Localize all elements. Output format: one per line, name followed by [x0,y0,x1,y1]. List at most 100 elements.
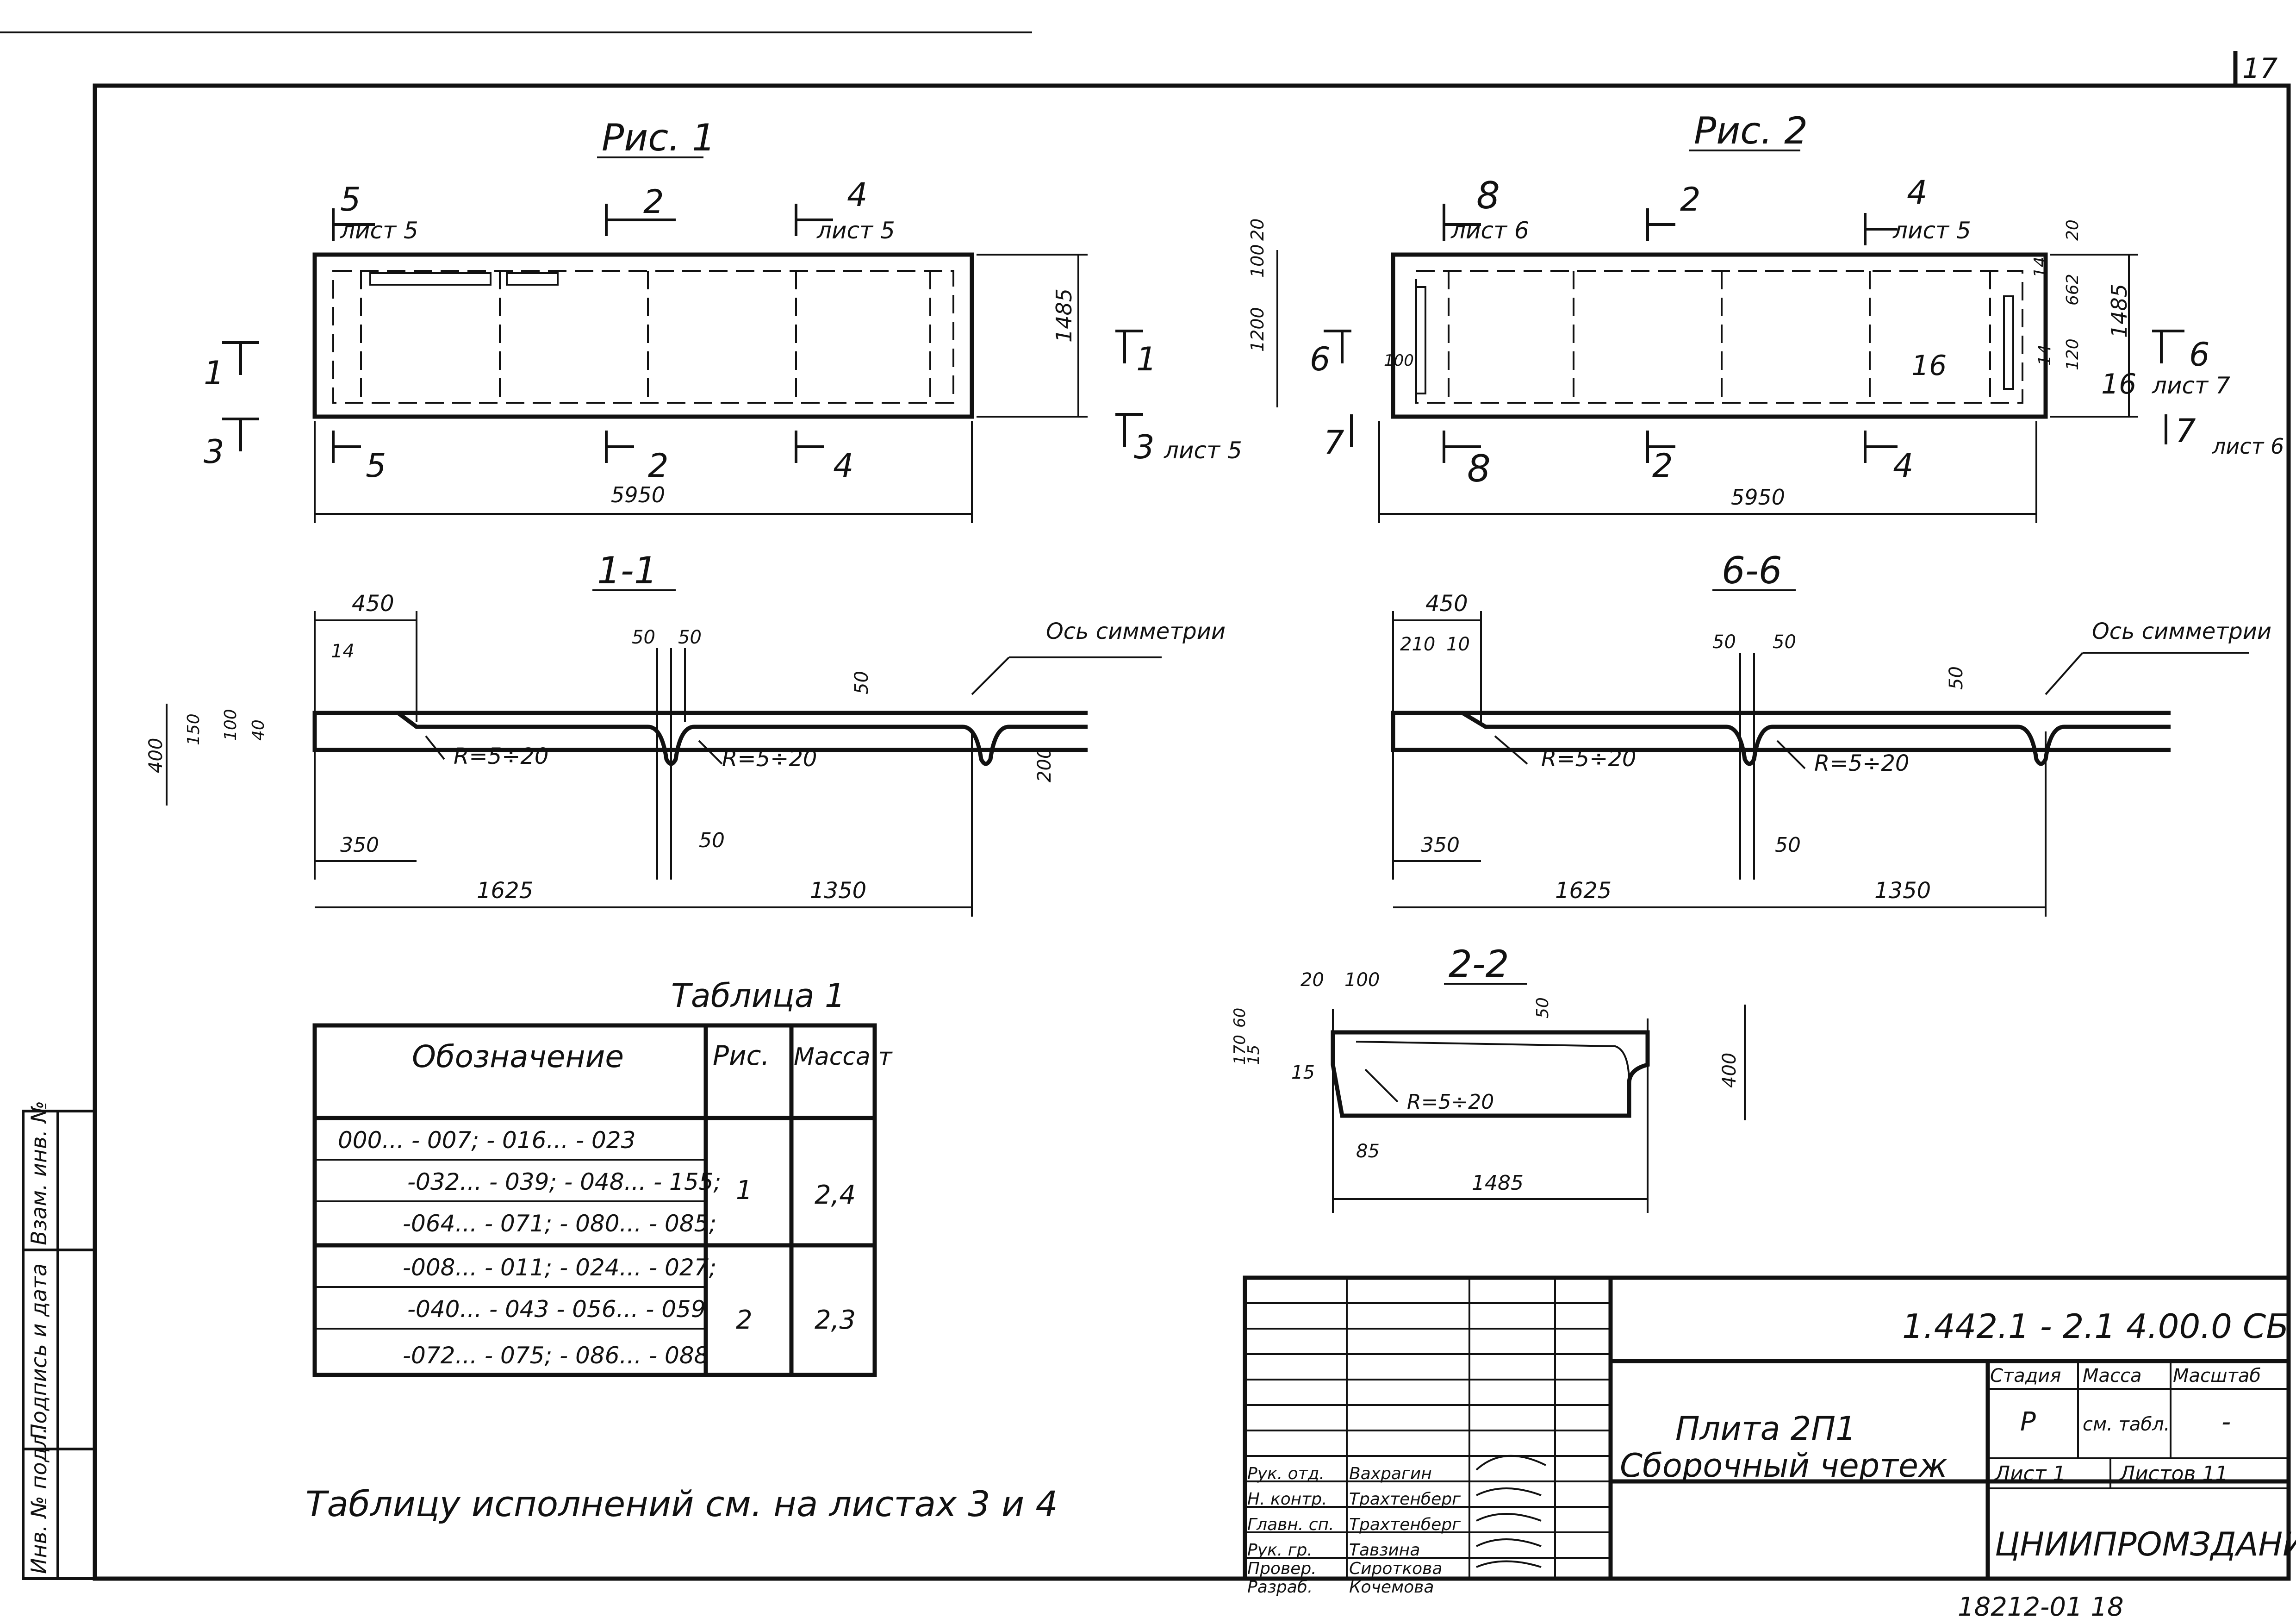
table-1: Таблица 1 Обозначение Рис. Масса т 000..… [312,977,893,1377]
title-block-person: Трахтенберг [1349,1515,1461,1534]
table1-cell: -072... - 075; - 086... - 088 [403,1342,709,1369]
section66-profile [1391,711,2171,766]
title-block-stage-header: Масштаб [2173,1365,2261,1387]
fig1-cut-label: 4 [833,447,854,485]
fig2-cut-label: 4 [1907,174,1928,212]
section22-title: 2-2 [1449,943,1509,986]
section11-dim: 50 [851,671,872,694]
fig1-side-mark: 1 [204,354,224,392]
section11-dim: 1625 [477,878,533,904]
table1-header: Обозначение [412,1039,624,1074]
title-block: 1.442.1 - 2.1 4.00.0 СБ Плита 2П1 Сбороч… [1243,1275,2296,1597]
section11-profile [312,711,1088,766]
figure-2: Рис. 2 8 лист 6 2 4 лист 5 8 2 4 6 7 16 … [1247,109,2284,523]
title-block-role: Рук. отд. [1247,1464,1325,1483]
section11-dim: 50 [678,627,702,648]
table1-mass: 2,3 [815,1305,856,1335]
fig2-side-mark: 16 [2101,368,2136,400]
fig2-side-mark: 6 [2189,336,2210,374]
fig2-cut-label: 2 [1652,447,1673,485]
fig2-side-mark: 6 [1310,340,1331,378]
section11-dim: 50 [699,829,725,852]
section66-dim: 450 [1425,591,1468,617]
section-1-1: 1-1 450 14 400 150 100 40 50 50 50 200 3… [145,549,1226,917]
fig2-dim: 20 [1247,219,1268,241]
title-block-organization: ЦНИИПРОМЗДАНИЙ [1995,1525,2296,1563]
title-block-name-1: Плита 2П1 [1675,1410,1856,1448]
fig2-sheet-ref: лист 6 [2212,434,2284,459]
section11-dim: 100 [221,709,240,741]
fig2-dim: 120 [2063,338,2082,370]
title-block-sheet: Лист 1 [1994,1462,2066,1486]
title-block-person: Сироткова [1349,1559,1442,1578]
section22-dim: 400 [1719,1053,1740,1088]
section22-dim: 85 [1356,1141,1380,1162]
fig1-side-mark: 1 [1136,340,1157,378]
section11-title: 1-1 [597,549,658,592]
strip-label-replace: Взам. инв. № [26,1101,51,1245]
fig2-dim: 1200 [1247,307,1268,352]
signature-mark [1475,1455,1546,1471]
title-block-sheets: Листов 11 [2119,1462,2228,1486]
fig2-sheet-ref: лист 7 [2152,372,2230,399]
left-strip: Взам. инв. № Подпись и дата Инв. № подл. [22,1101,96,1580]
section66-dim: 50 [1946,666,1967,690]
section11-dim: 50 [632,627,655,648]
title-block-code: 1.442.1 - 2.1 4.00.0 СБ [1902,1307,2289,1346]
fig2-dim: 100 [1384,351,1414,370]
section66-dim: 1350 [1874,878,1931,904]
table1-title: Таблица 1 [671,977,845,1015]
fig1-title: Рис. 1 [602,116,716,159]
signature-mark [1476,1487,1542,1496]
section66-dim: 50 [1773,631,1796,653]
section66-dim: 1625 [1555,878,1612,904]
title-block-stage-value: см. табл. [2083,1414,2170,1435]
title-block-role: Рук. гр. [1247,1541,1313,1560]
fig1-slab-plan [312,252,974,419]
fig2-side-mark: 16 [1911,350,1947,382]
fig2-sheet-ref: лист 6 [1450,217,1529,244]
fig2-dim: 100 [1247,244,1268,278]
table1-cell: -064... - 071; - 080... - 085; [403,1210,716,1237]
fig2-dim: 20 [2063,219,2082,241]
fig2-side-mark: 7 [2175,412,2196,450]
section11-radius: R=5÷20 [722,746,817,772]
sheet-frame [93,83,2291,1581]
title-block-stage-value: - [2221,1407,2231,1437]
figure-1: Рис. 1 5 лист 5 2 4 лист 5 5 2 4 1 3 1 [204,116,1242,523]
fig2-cut-label: 8 [1476,174,1500,217]
section11-radius: R=5÷20 [454,743,548,769]
title-block-role: Н. контр. [1247,1490,1327,1509]
fig1-side-mark: 3 [1134,428,1155,466]
section22-dim: 170 [1231,1035,1249,1065]
section11-dim: 14 [331,641,355,662]
title-block-person: Кочемова [1349,1578,1434,1597]
section11-dim: 450 [352,591,394,617]
table1-mass: 2,4 [815,1180,856,1210]
section66-title: 6-6 [1722,549,1782,592]
strip-label-inventory: Инв. № подл. [26,1427,51,1574]
table1-fig: 1 [736,1175,753,1206]
signature-mark [1476,1560,1542,1568]
fig1-sheet-ref: лист 5 [1164,437,1242,464]
section66-dim: 10 [1446,634,1470,655]
section-6-6: 6-6 450 210 10 50 50 50 350 50 1625 1350… [1391,549,2271,917]
signature-mark [1476,1538,1542,1547]
section22-radius: R=5÷20 [1407,1090,1494,1114]
fig2-dim-height: 1485 [2107,284,2132,338]
fig2-cut-label: 2 [1680,181,1701,219]
fig1-embedded-plate [506,272,559,286]
fig1-cut-label: 2 [643,183,664,221]
section11-axis-label: Ось симметрии [1046,618,1226,644]
fig2-cut-label: 4 [1893,447,1914,485]
section11-dim: 400 [145,738,167,773]
sheet-number: 17 [2242,52,2277,85]
fig2-dim: 14 [2035,344,2054,366]
title-block-name-2: Сборочный чертеж [1620,1447,1948,1485]
section-2-2: 2-2 20 100 50 60 170 15 15 85 400 1485 R… [1231,943,1746,1213]
section11-dim: 200 [1034,747,1055,782]
section22-dim: 15 [1291,1062,1315,1083]
fig2-side-mark: 7 [1324,424,1344,462]
strip-label-signature: Подпись и дата [26,1263,51,1440]
